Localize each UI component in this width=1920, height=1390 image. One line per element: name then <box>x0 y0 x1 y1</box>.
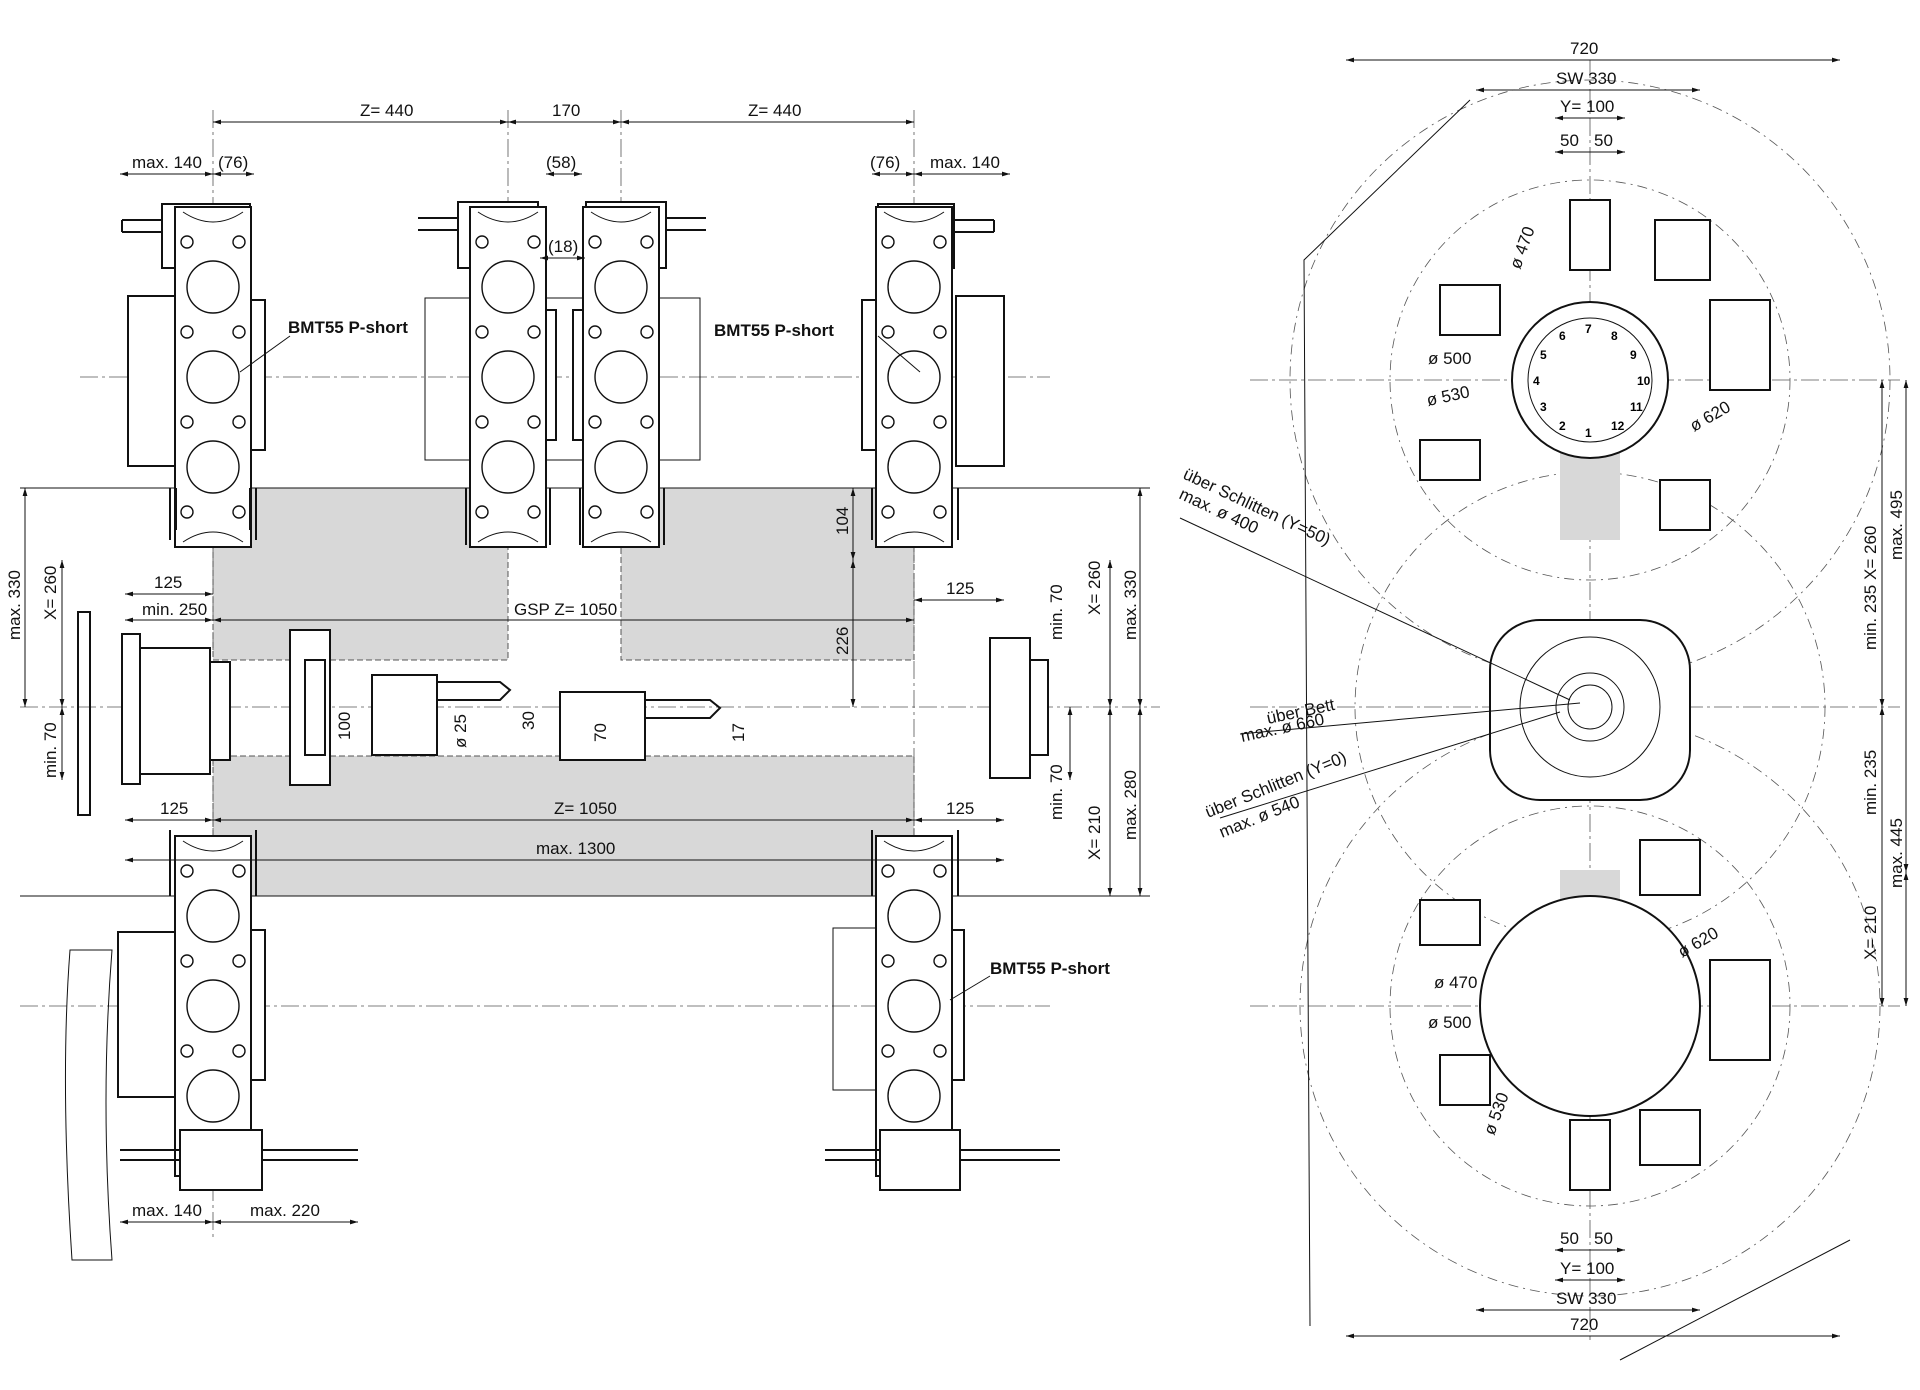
dim-sw330-top: SW 330 <box>1556 69 1616 88</box>
dim-max330-l: max. 330 <box>5 570 24 640</box>
dim-76-a: (76) <box>218 153 248 172</box>
dim-125-a: 125 <box>154 573 182 592</box>
dim-z1050: Z= 1050 <box>554 799 617 818</box>
station-number: 6 <box>1559 329 1566 343</box>
lower-turret-right <box>825 830 1060 1191</box>
dim-d620-bot: ø 620 <box>1675 923 1722 961</box>
dim-max330-r: max. 330 <box>1121 570 1140 640</box>
dim-max1300: max. 1300 <box>536 839 615 858</box>
dim-x260-r: X= 260 <box>1085 561 1104 615</box>
dim-min70-r1: min. 70 <box>1047 584 1066 640</box>
dim-gsp: GSP Z= 1050 <box>514 600 617 619</box>
dim-d530-top: ø 530 <box>1425 382 1471 410</box>
dim-x210-right: X= 210 <box>1861 906 1880 960</box>
dim-gap: 170 <box>552 101 580 120</box>
dim-x210-r: X= 210 <box>1085 806 1104 860</box>
dim-min70-l: min. 70 <box>41 722 60 778</box>
station-number: 11 <box>1630 400 1643 414</box>
right-leaders <box>1179 517 1581 819</box>
dim-sw330-bot: SW 330 <box>1556 1289 1616 1308</box>
station-number: 4 <box>1533 374 1540 388</box>
dim-70: 70 <box>591 723 610 742</box>
dimension-lines-left <box>22 119 1143 1225</box>
station-number: 10 <box>1637 374 1651 388</box>
dim-min70-r2: min. 70 <box>1047 764 1066 820</box>
dim-125-c: 125 <box>160 799 188 818</box>
dim-226: 226 <box>833 627 852 655</box>
turret-label-2: BMT55 P-short <box>714 321 834 340</box>
dim-max445: max. 445 <box>1887 818 1906 888</box>
upper-turret-front <box>1419 199 1771 540</box>
dim-720-top: 720 <box>1570 39 1598 58</box>
dim-18: (18) <box>548 237 578 256</box>
dim-y100-bot: Y= 100 <box>1560 1259 1614 1278</box>
main-spindle <box>77 611 331 816</box>
tool-holders <box>371 674 722 761</box>
dim-50-c: 50 <box>1560 1229 1579 1248</box>
dim-d500-top: ø 500 <box>1428 349 1471 368</box>
lower-turret-front <box>1419 839 1771 1191</box>
dim-50-b: 50 <box>1594 131 1613 150</box>
dim-d470-top: ø 470 <box>1506 224 1539 271</box>
dim-min235-b: min. 235 <box>1861 750 1880 815</box>
upper-turret-mid-left <box>418 201 701 548</box>
dim-d470-bot: ø 470 <box>1434 973 1477 992</box>
dim-d25: ø 25 <box>451 714 470 748</box>
label-leaders <box>239 335 991 1001</box>
dim-125-d: 125 <box>946 799 974 818</box>
lower-turret-left <box>64 830 358 1261</box>
dim-x260-right: X= 260 <box>1861 526 1880 580</box>
dim-y100-top: Y= 100 <box>1560 97 1614 116</box>
left-view-text: Z= 440 170 Z= 440 max. 140 (76) (58) (18… <box>5 101 1140 1220</box>
dim-125-b: 125 <box>946 579 974 598</box>
dim-max220: max. 220 <box>250 1201 320 1220</box>
work-zones <box>212 487 915 897</box>
dim-x260-l: X= 260 <box>41 566 60 620</box>
dim-50-d: 50 <box>1594 1229 1613 1248</box>
dim-50-a: 50 <box>1560 131 1579 150</box>
dim-max140-a: max. 140 <box>132 153 202 172</box>
station-number: 7 <box>1585 322 1592 336</box>
dim-76-b: (76) <box>870 153 900 172</box>
dim-z-left: Z= 440 <box>360 101 413 120</box>
turret-label-1: BMT55 P-short <box>288 318 408 337</box>
dim-z-right: Z= 440 <box>748 101 801 120</box>
dim-max280: max. 280 <box>1121 770 1140 840</box>
spindle-front <box>1489 619 1691 801</box>
station-number: 12 <box>1611 419 1625 433</box>
dim-17: 17 <box>729 723 748 742</box>
dim-d500-bot: ø 500 <box>1428 1013 1471 1032</box>
station-number: 3 <box>1540 400 1547 414</box>
upper-turret-left <box>121 203 266 548</box>
dim-100: 100 <box>335 712 354 740</box>
turret-label-3: BMT55 P-short <box>990 959 1110 978</box>
station-number: 9 <box>1630 348 1637 362</box>
station-number: 8 <box>1611 329 1618 343</box>
sub-spindle <box>989 637 1049 779</box>
dim-max140-b: max. 140 <box>930 153 1000 172</box>
dim-min250: min. 250 <box>142 600 207 619</box>
dim-30: 30 <box>519 711 538 730</box>
station-number: 5 <box>1540 348 1547 362</box>
upper-turret-right <box>861 203 1005 548</box>
dim-max495: max. 495 <box>1887 490 1906 560</box>
upper-turret-mid-right <box>572 201 706 548</box>
dim-max140-c: max. 140 <box>132 1201 202 1220</box>
dim-104: 104 <box>833 507 852 535</box>
dim-d620-top: ø 620 <box>1687 397 1734 435</box>
dim-58: (58) <box>546 153 576 172</box>
station-number: 1 <box>1585 426 1592 440</box>
dim-720-bot: 720 <box>1570 1315 1598 1334</box>
dimension-lines-right <box>1346 57 1909 1339</box>
station-number: 2 <box>1559 419 1566 433</box>
dim-min235-a: min. 235 <box>1861 585 1880 650</box>
